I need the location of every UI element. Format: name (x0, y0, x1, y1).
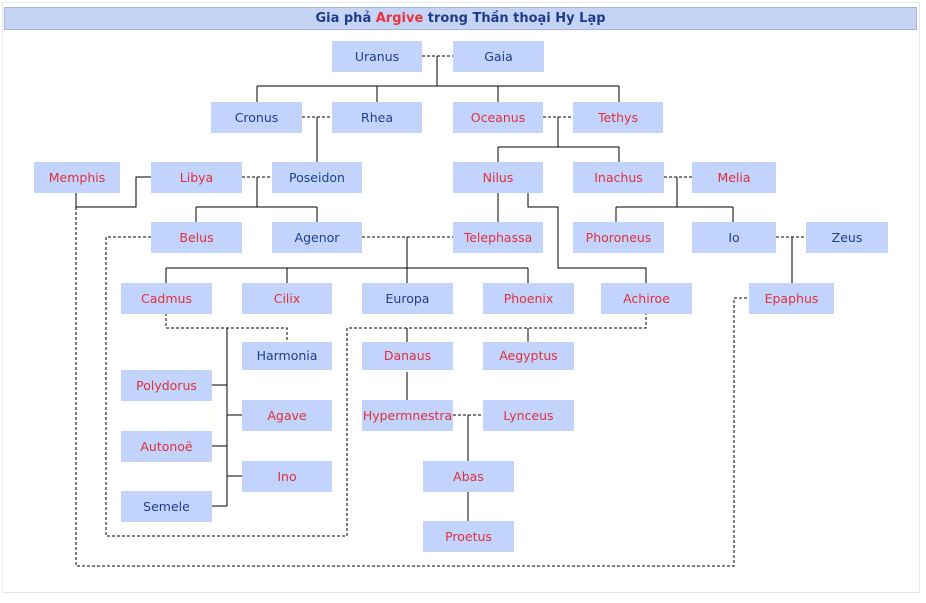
node-poseidon[interactable]: Poseidon (272, 162, 362, 193)
marriage-cadmus-harmonia (165, 313, 288, 342)
node-cilix[interactable]: Cilix (242, 283, 332, 314)
node-agenor[interactable]: Agenor (272, 222, 362, 253)
line-to-achiroe (527, 192, 647, 283)
node-rhea[interactable]: Rhea (332, 102, 422, 133)
node-harmonia[interactable]: Harmonia (242, 342, 332, 370)
node-danaus[interactable]: Danaus (362, 342, 453, 370)
node-nilus[interactable]: Nilus (453, 162, 543, 193)
title-prefix: Gia phả (315, 11, 376, 26)
node-hypermnestra[interactable]: Hypermnestra (362, 400, 453, 431)
node-semele[interactable]: Semele (121, 491, 212, 522)
node-achiroe[interactable]: Achiroe (601, 283, 692, 314)
node-epaphus[interactable]: Epaphus (749, 283, 834, 314)
title-highlight-link[interactable]: Argive (375, 11, 424, 26)
title-suffix-link[interactable]: Thần thoại Hy Lạp (472, 11, 606, 26)
node-memphis[interactable]: Memphis (34, 162, 120, 193)
node-ino[interactable]: Ino (242, 461, 332, 492)
node-aegyptus[interactable]: Aegyptus (483, 342, 574, 370)
node-cadmus[interactable]: Cadmus (121, 283, 212, 314)
node-phoroneus[interactable]: Phoroneus (573, 222, 664, 253)
node-agave[interactable]: Agave (242, 400, 332, 431)
marriage-belus-achiroe (105, 236, 647, 537)
node-zeus[interactable]: Zeus (806, 222, 888, 253)
node-autonoe[interactable]: Autonoë (121, 431, 212, 462)
node-europa[interactable]: Europa (362, 283, 453, 314)
node-oceanus[interactable]: Oceanus (453, 102, 543, 133)
node-libya[interactable]: Libya (151, 162, 242, 193)
node-tethys[interactable]: Tethys (573, 102, 663, 133)
node-lynceus[interactable]: Lynceus (483, 400, 574, 431)
node-uranus[interactable]: Uranus (332, 41, 422, 72)
node-telephassa[interactable]: Telephassa (453, 222, 543, 253)
node-proetus[interactable]: Proetus (423, 521, 514, 552)
node-melia[interactable]: Melia (692, 162, 776, 193)
node-gaia[interactable]: Gaia (453, 41, 544, 72)
node-abas[interactable]: Abas (423, 461, 514, 492)
diagram-title: Gia phả Argive trong Thần thoại Hy Lạp (4, 7, 917, 30)
node-polydorus[interactable]: Polydorus (121, 370, 212, 401)
title-middle: trong (423, 11, 473, 26)
node-cronus[interactable]: Cronus (211, 102, 302, 133)
marriage-memphis-epaphus (75, 192, 749, 567)
node-phoenix[interactable]: Phoenix (483, 283, 574, 314)
node-inachus[interactable]: Inachus (573, 162, 664, 193)
node-belus[interactable]: Belus (151, 222, 242, 253)
node-io[interactable]: Io (692, 222, 776, 253)
